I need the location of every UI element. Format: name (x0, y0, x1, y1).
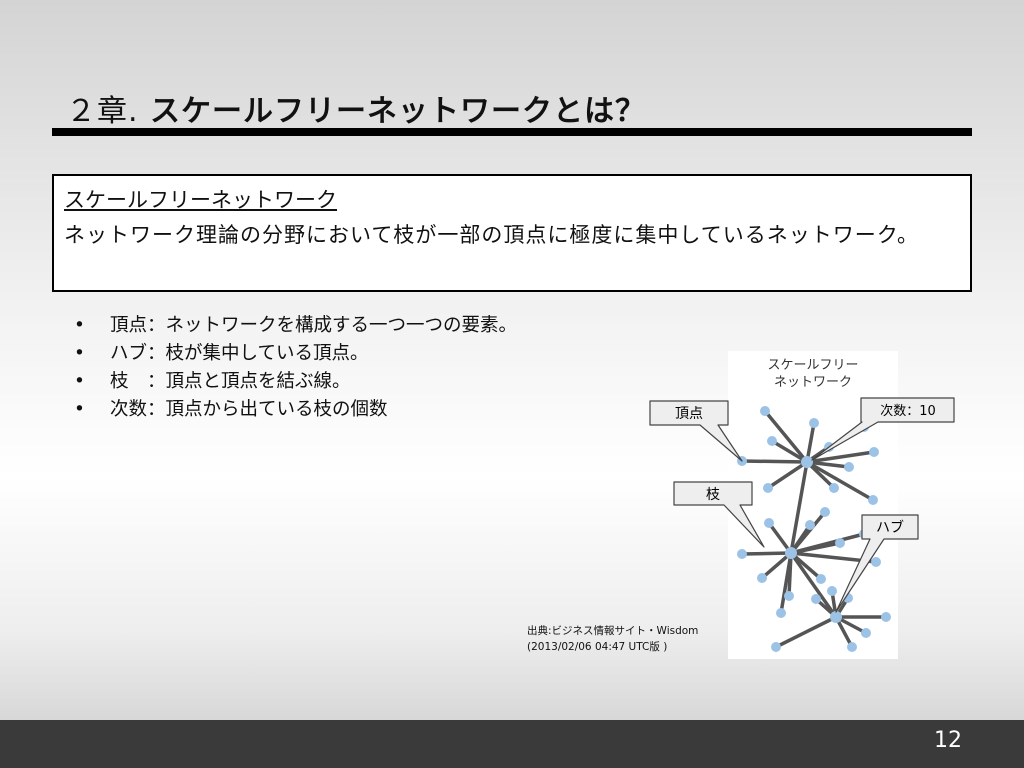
network-node (835, 538, 845, 548)
network-node (784, 591, 794, 601)
network-node (859, 422, 869, 432)
network-edge (740, 551, 793, 556)
network-node (811, 594, 821, 604)
title-chapter: ２章. (66, 94, 139, 129)
network-edge (763, 409, 809, 464)
network-node (737, 456, 747, 466)
network-edge (789, 460, 809, 555)
network-node (771, 642, 781, 652)
network-edge (770, 439, 809, 464)
bullet-list: •頂点：ネットワークを構成する一つ一つの要素。 •ハブ：枝が集中している頂点。 … (74, 312, 517, 424)
network-edge (767, 521, 793, 555)
network-node (827, 586, 837, 596)
network-node (776, 608, 786, 618)
network-graph: スケールフリー ネットワーク (737, 358, 891, 652)
network-node (829, 483, 839, 493)
page-number: 12 (934, 728, 962, 753)
bullet-item: • 次数：頂点から出ている枝の個数 (74, 396, 517, 424)
bullet-dot-icon: • (74, 343, 85, 364)
network-node (824, 442, 834, 452)
network-node (760, 406, 770, 416)
network-node (869, 447, 879, 457)
network-node (820, 507, 830, 517)
network-node (816, 574, 826, 584)
diagram-title-line1: スケールフリー (767, 358, 858, 373)
title-underline (52, 128, 972, 136)
page-title: ２章. スケールフリーネットワークとは？ (66, 86, 646, 130)
network-edge (774, 615, 838, 649)
network-node (757, 573, 767, 583)
footer-bar: 12 (0, 720, 1024, 768)
network-node (785, 547, 797, 559)
network-edge (789, 551, 823, 581)
bullet-text: 次数：頂点から出ている枝の個数 (110, 399, 388, 420)
definition-text: ネットワーク理論の分野において枝が一部の頂点に極度に集中しているネットワーク。 (64, 223, 920, 247)
network-edge (779, 551, 793, 615)
diagram-title-line2: ネットワーク (774, 375, 852, 390)
network-node (737, 549, 747, 559)
network-node (861, 628, 871, 638)
network-edge (805, 460, 851, 469)
citation-line2: (2013/02/06 04:47 UTC版 ) (527, 641, 668, 653)
bullet-item: • 枝 ：頂点と頂点を結ぶ線。 (74, 368, 517, 396)
network-node (767, 436, 777, 446)
network-diagram: スケールフリー ネットワーク (728, 351, 898, 659)
callout-vertex-label: 頂点 (675, 406, 703, 422)
bullet-item: • 頂点：ネットワークを構成する一つ一つの要素。 (74, 312, 517, 340)
network-node (868, 495, 878, 505)
network-node (763, 483, 773, 493)
bullet-dot-icon: • (74, 315, 85, 336)
network-node (830, 611, 842, 623)
network-node (871, 557, 881, 567)
network-edge (760, 551, 793, 580)
bullet-text: 枝 ：頂点と頂点を結ぶ線。 (110, 371, 351, 392)
network-node (847, 642, 857, 652)
definition-term: スケールフリーネットワーク (64, 188, 337, 212)
network-node (809, 418, 819, 428)
network-node (843, 593, 853, 603)
definition-box: スケールフリーネットワーク ネットワーク理論の分野において枝が一部の頂点に極度に… (52, 174, 972, 292)
network-edge (789, 510, 827, 555)
network-node (844, 462, 854, 472)
network-edge (789, 551, 838, 619)
network-node (801, 456, 813, 468)
citation: 出典:ビジネス情報サイト・Wisdom (2013/02/06 04:47 UT… (527, 623, 698, 655)
network-edge (789, 551, 878, 564)
citation-line1: 出典:ビジネス情報サイト・Wisdom (527, 625, 699, 637)
bullet-dot-icon: • (74, 399, 85, 420)
bullet-text: 頂点：ネットワークを構成する一つ一つの要素。 (110, 315, 518, 336)
title-main: スケールフリーネットワークとは？ (150, 94, 646, 129)
network-edge (805, 460, 875, 502)
bullet-item: • ハブ：枝が集中している頂点。 (74, 340, 517, 368)
network-node (881, 612, 891, 622)
network-node (805, 520, 815, 530)
network-edge (740, 459, 809, 464)
network-edge (766, 460, 809, 490)
network-node (859, 529, 869, 539)
bullet-text: ハブ：枝が集中している頂点。 (110, 343, 369, 364)
network-node (764, 518, 774, 528)
bullet-dot-icon: • (74, 371, 85, 392)
callout-edge-label: 枝 (706, 487, 720, 503)
